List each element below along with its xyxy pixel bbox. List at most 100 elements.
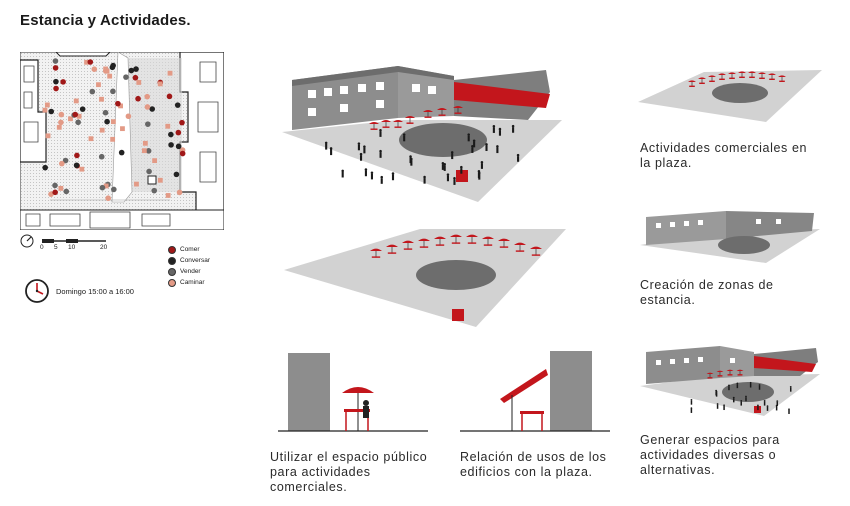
activity-marker (110, 137, 115, 142)
page-title: Estancia y Actividades. (20, 12, 191, 29)
person (736, 382, 738, 388)
activity-marker (168, 132, 174, 138)
activity-marker (74, 162, 80, 168)
scale-tick: 5 (54, 244, 58, 251)
activity-marker (168, 71, 173, 76)
legend-swatch (168, 268, 176, 276)
axon-plaza-parasols (280, 215, 570, 335)
activity-marker (120, 126, 125, 131)
person (512, 125, 515, 133)
activity-marker (111, 119, 116, 124)
activity-marker (166, 193, 171, 198)
person (403, 133, 406, 141)
activity-marker (176, 144, 182, 150)
person (379, 129, 382, 137)
activity-marker (53, 86, 59, 92)
activity-marker (57, 125, 62, 130)
activity-marker (92, 66, 98, 72)
activity-marker (180, 151, 186, 157)
activity-marker (135, 96, 141, 102)
activity-marker (89, 136, 94, 141)
activity-marker (74, 99, 79, 104)
legend-item: Caminar (168, 277, 210, 288)
activity-marker (145, 104, 151, 110)
person (409, 155, 412, 163)
person (478, 172, 481, 180)
person (493, 125, 496, 133)
axon-diverse-small (636, 342, 822, 418)
section-building-use (460, 345, 610, 435)
person (363, 145, 366, 153)
activity-marker (174, 172, 180, 178)
clock-icon (24, 278, 50, 304)
person (392, 172, 395, 180)
activity-marker (52, 190, 58, 196)
activity-marker (179, 120, 185, 126)
person (740, 400, 742, 406)
axon-commerce-small (634, 62, 824, 124)
activity-marker (64, 189, 70, 195)
person (759, 384, 761, 390)
caption-public-space: Utilizar el espacio público para activid… (270, 450, 440, 495)
legend-item: Comer (168, 244, 210, 255)
person (447, 173, 450, 181)
person (380, 176, 383, 184)
site-map (20, 52, 224, 230)
activity-marker (105, 195, 111, 201)
activity-marker (129, 68, 135, 74)
person (691, 407, 693, 413)
activity-marker (87, 59, 93, 65)
activity-marker (79, 167, 84, 172)
person (717, 403, 719, 409)
person (453, 177, 456, 185)
activity-marker (100, 128, 105, 133)
activity-marker (111, 187, 117, 193)
person (767, 405, 769, 411)
legend: Comer Conversar Vender Caminar (168, 244, 210, 288)
person (517, 154, 520, 162)
caption-commerce: Actividades comerciales en la plaza. (640, 141, 820, 171)
axon-estancia-small (636, 205, 822, 265)
activity-marker (99, 154, 105, 160)
person (733, 397, 735, 403)
person (745, 396, 747, 402)
activity-marker (165, 124, 170, 129)
person (325, 142, 328, 150)
activity-marker (142, 148, 147, 153)
activity-marker (75, 119, 81, 125)
axon-plaza-full (278, 60, 568, 205)
scale-tick: 10 (68, 244, 75, 251)
activity-marker (74, 153, 80, 159)
person (715, 390, 717, 396)
person (460, 166, 463, 174)
activity-marker (176, 130, 182, 136)
scale-tick: 0 (40, 244, 44, 251)
caption-estancia: Creación de zonas de estancia. (640, 278, 820, 308)
activity-marker (144, 94, 150, 100)
person (750, 382, 752, 388)
person (496, 145, 499, 153)
activity-marker (145, 121, 151, 127)
person (473, 139, 476, 147)
person (330, 147, 333, 155)
activity-marker (136, 80, 141, 85)
person (423, 176, 426, 184)
activity-marker (60, 79, 66, 85)
person (360, 153, 363, 161)
activity-marker (158, 178, 163, 183)
activity-marker (167, 94, 173, 100)
person (481, 161, 484, 169)
legend-item: Vender (168, 266, 210, 277)
person (341, 170, 344, 178)
activity-marker (151, 188, 157, 194)
activity-marker (68, 116, 73, 121)
scale-bar: 0 5 10 20 (20, 234, 120, 256)
activity-marker (100, 185, 106, 191)
activity-marker (80, 106, 86, 112)
activity-marker (52, 183, 58, 189)
activity-marker (143, 141, 148, 146)
person (371, 171, 374, 179)
activity-marker (110, 89, 116, 95)
caption-building-relation: Relación de usos de los edificios con la… (460, 450, 620, 480)
activity-marker (53, 65, 59, 71)
